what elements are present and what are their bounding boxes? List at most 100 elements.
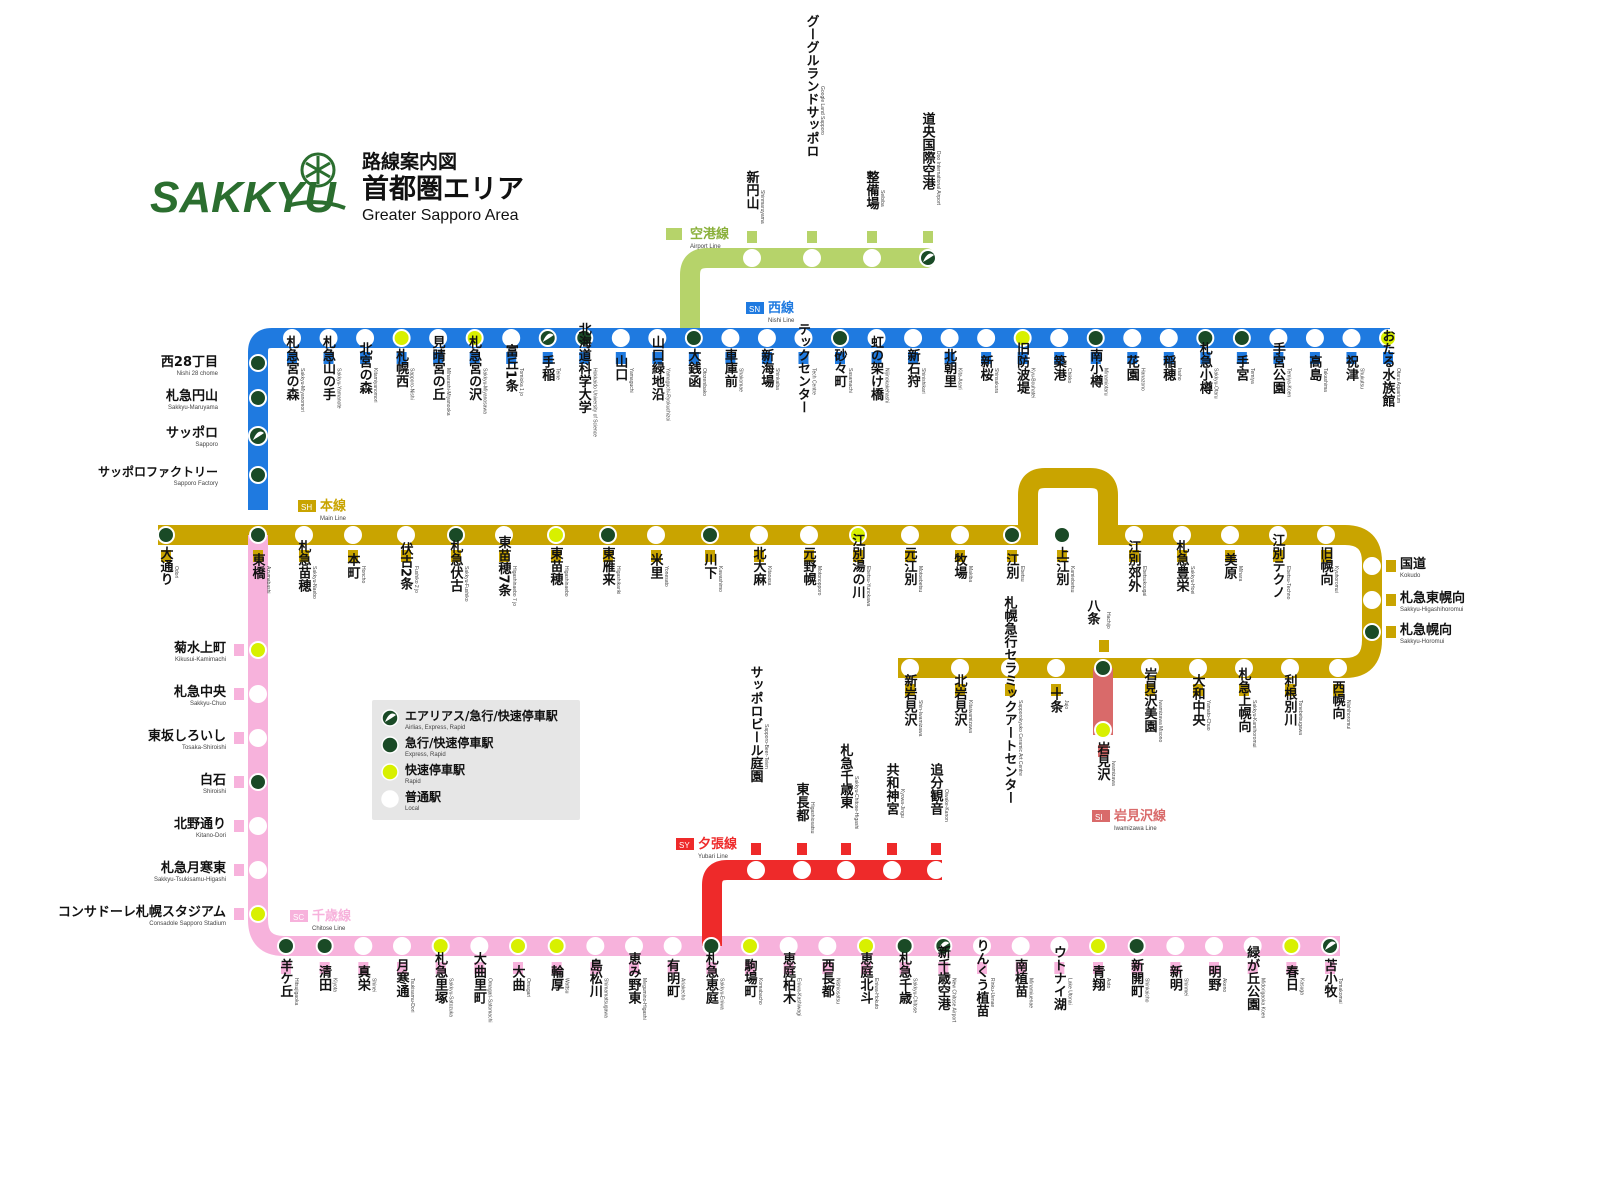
- station-number-badge: [603, 550, 613, 562]
- station-marker: [611, 329, 630, 347]
- station-dot: [1281, 659, 1299, 677]
- station-marker: [1127, 937, 1146, 955]
- station-marker: [249, 641, 267, 659]
- station-name: 築港: [1051, 354, 1068, 382]
- station-name: 札急恵庭: [703, 951, 720, 1005]
- station-name: 新石狩: [905, 348, 922, 389]
- station-en: Otaru Aquarium: [1395, 368, 1401, 403]
- station-number-badge: [1170, 962, 1181, 974]
- honsen-line-en: Main Line: [320, 516, 347, 522]
- station-dot: [625, 937, 643, 955]
- station-marker: [901, 659, 919, 677]
- station-marker: [495, 526, 513, 544]
- station-number-badge: [853, 550, 863, 562]
- station-marker: [547, 937, 566, 955]
- station-dot: [611, 329, 630, 347]
- station-en: Sapporo Factory: [174, 481, 218, 487]
- station-number-badge: [1286, 962, 1297, 974]
- station-name: 米里: [648, 552, 664, 580]
- station-name: 札急小樽: [1197, 341, 1214, 395]
- station-marker: [319, 329, 338, 347]
- station-dot: [392, 329, 411, 347]
- station-en: Ebetsu: [1019, 566, 1025, 582]
- honsen-line-track: [158, 468, 1382, 678]
- station-number-badge: [615, 352, 626, 364]
- station-marker: [295, 526, 313, 544]
- station-name: 札幌急行セラミックアートセンター: [1002, 595, 1019, 804]
- station-marker: [747, 861, 765, 879]
- station-marker: [1089, 937, 1107, 955]
- station-marker: [684, 329, 703, 347]
- station-number-badge: [706, 962, 717, 974]
- station-en: Shinmei: [1182, 978, 1188, 996]
- station-name: 新円山: [744, 170, 760, 211]
- station-name: 岩見沢: [1095, 741, 1112, 782]
- station-en: Kamiebetsu: [1069, 566, 1075, 593]
- station-dot: [356, 329, 375, 347]
- station-dot: [883, 861, 901, 879]
- station-en: Shiroishi: [203, 789, 226, 795]
- station-number-badge: [807, 231, 817, 243]
- station-number-badge: [1239, 684, 1249, 696]
- station-number-badge: [705, 550, 715, 562]
- station-number-badge: [905, 684, 915, 696]
- station-dot: [397, 526, 415, 544]
- station-dot: [431, 937, 450, 955]
- station-marker: [586, 937, 605, 955]
- station-name: 祝津: [1343, 354, 1359, 382]
- station-dot: [470, 937, 489, 955]
- station-marker: [509, 937, 527, 955]
- nishi-line-code: SN: [749, 305, 760, 314]
- station-marker: [1235, 659, 1253, 677]
- station-dot: [951, 526, 969, 544]
- station-number-badge: [396, 352, 407, 364]
- station-dot: [1232, 329, 1251, 347]
- station-marker: [721, 329, 740, 347]
- chitose-line-code: SC: [293, 913, 304, 922]
- station-name: 元野幌: [801, 547, 817, 587]
- station-marker: [701, 526, 719, 544]
- station-en: Honcho: [360, 566, 366, 583]
- station-name: 清田: [316, 964, 332, 992]
- iwamizawa-line-en: Iwamizawa Line: [1114, 826, 1157, 832]
- leaf-icon: [938, 941, 950, 950]
- station-dot: [249, 905, 267, 923]
- station-en: Sakkyu-Satozuka: [448, 978, 454, 1017]
- station-en: Wattsu: [564, 978, 570, 994]
- station-en: Sakkyu-Chitose-Higashi: [853, 776, 859, 829]
- station-number-badge: [234, 864, 244, 876]
- station-dot: [315, 937, 334, 955]
- station-marker: [743, 249, 761, 267]
- iwamizawa-line-code: SI: [1095, 813, 1103, 822]
- station-dot: [803, 249, 821, 267]
- station-en: Nishiosatsu: [834, 978, 840, 1004]
- station-marker: [1321, 937, 1339, 955]
- station-number-badge: [835, 352, 845, 364]
- station-en: Shinsakura: [993, 368, 999, 393]
- station-en: Fushiko 2 jo: [413, 566, 419, 593]
- station-number-badge: [688, 352, 699, 364]
- station-name: 山口緑地沿: [649, 335, 665, 402]
- station-en: Yonesato: [663, 566, 669, 587]
- station-number-badge: [754, 550, 764, 562]
- station-dot: [648, 329, 667, 347]
- station-en: Kiyota: [332, 978, 338, 992]
- station-dot: [793, 861, 811, 879]
- station-number-badge: [652, 352, 663, 364]
- legend-label: 快速停車駅: [405, 762, 466, 777]
- station-marker: [757, 329, 776, 347]
- station-number-badge: [1209, 962, 1219, 974]
- station-marker: [831, 329, 849, 347]
- station-dot: [1363, 623, 1381, 641]
- station-dot: [647, 526, 665, 544]
- station-name: 月寒通: [394, 959, 411, 999]
- station-en: Minamiuenae: [1028, 978, 1034, 1008]
- station-name: 大銭函: [685, 348, 702, 389]
- station-name: 整備場: [864, 170, 881, 211]
- station-name: りんくう植苗: [974, 939, 991, 1018]
- station-dot: [586, 937, 605, 955]
- station-name: 札急東幌向: [1399, 590, 1465, 606]
- station-dot: [157, 526, 175, 544]
- station-en: Tonebetsugawa: [1297, 700, 1303, 735]
